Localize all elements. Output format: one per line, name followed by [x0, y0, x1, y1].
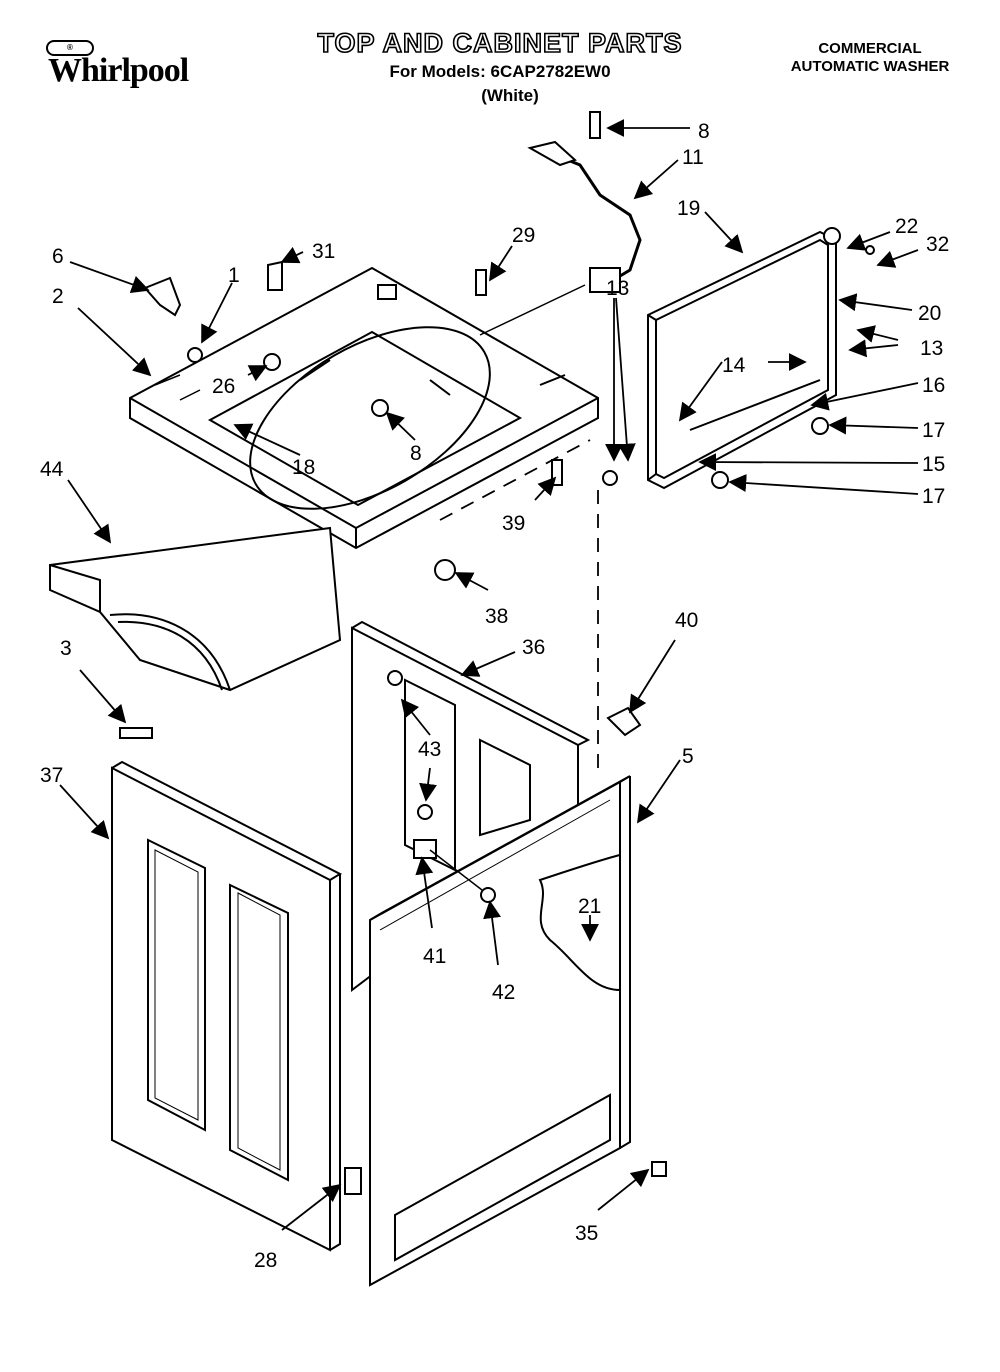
callout-43: 43	[418, 738, 441, 761]
page-title: TOP AND CABINET PARTS	[317, 27, 683, 59]
callout-17-lower: 17	[922, 485, 945, 508]
callout-21: 21	[578, 895, 601, 918]
callout-31: 31	[312, 240, 335, 263]
callout-44: 44	[40, 458, 64, 481]
callout-15: 15	[922, 453, 945, 476]
callout-19: 19	[677, 197, 700, 220]
hardware-parts	[119, 111, 875, 1195]
callout-6: 6	[52, 245, 64, 268]
logo-text: Whirlpool	[48, 52, 189, 89]
color-subtitle: (White)	[481, 86, 539, 105]
callout-39: 39	[502, 512, 525, 535]
callout-35: 35	[575, 1222, 598, 1245]
callout-3: 3	[60, 637, 72, 660]
callout-32: 32	[926, 233, 949, 256]
washer-lid	[647, 230, 837, 490]
callout-38: 38	[485, 605, 508, 628]
callout-26: 26	[212, 375, 235, 398]
callout-18: 18	[292, 456, 315, 479]
callout-numbers: 8 11 19 22 32 20 13 29 31 6 1 2 26 8 18 …	[40, 120, 949, 1272]
whirlpool-logo: ® Whirlpool	[40, 38, 210, 98]
callout-13-right: 13	[920, 337, 943, 360]
alignment-lines	[439, 439, 599, 775]
callout-5: 5	[682, 745, 694, 768]
callout-41: 41	[423, 945, 446, 968]
wire-harness	[479, 140, 642, 336]
product-line-1: COMMERCIAL	[818, 40, 922, 57]
callout-8-top: 8	[698, 120, 710, 143]
callout-1: 1	[228, 264, 240, 287]
callout-22: 22	[895, 215, 918, 238]
product-label: COMMERCIAL AUTOMATIC WASHER	[770, 40, 970, 76]
model-subtitle: For Models: 6CAP2782EW0	[389, 62, 611, 81]
callout-13-left: 13	[606, 277, 629, 300]
callout-11: 11	[682, 146, 704, 169]
callout-arrows	[59, 119, 919, 1231]
callout-37: 37	[40, 764, 63, 787]
rear-bracket	[49, 526, 342, 692]
callout-17-upper: 17	[922, 419, 945, 442]
callout-42: 42	[492, 981, 515, 1004]
callout-29: 29	[512, 224, 535, 247]
callout-40: 40	[675, 609, 698, 632]
callout-2: 2	[52, 285, 64, 308]
logo-badge: ®	[46, 40, 94, 56]
callout-14: 14	[722, 354, 746, 377]
left-side-panel	[111, 760, 343, 1252]
callout-16: 16	[922, 374, 945, 397]
callout-20: 20	[918, 302, 941, 325]
callout-36: 36	[522, 636, 545, 659]
front-cabinet-panel	[369, 775, 631, 1287]
callout-28: 28	[254, 1249, 277, 1272]
callout-8-mid: 8	[410, 442, 422, 465]
product-line-2: AUTOMATIC WASHER	[790, 58, 950, 75]
washer-top-panel	[129, 266, 599, 550]
